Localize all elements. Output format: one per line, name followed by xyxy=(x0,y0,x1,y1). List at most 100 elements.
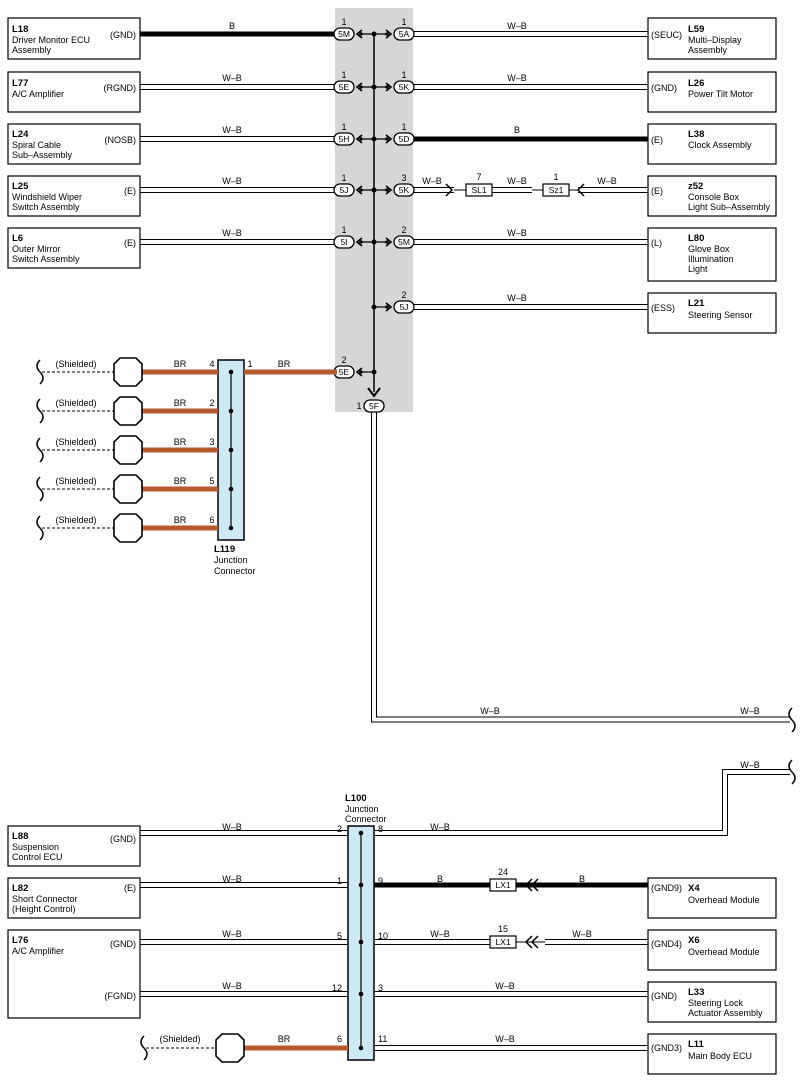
wire-labels-top: B W–B W–B W–B W–B W–B W–B B W–B W–B W–B … xyxy=(222,21,617,303)
component-code: z52 xyxy=(688,181,703,192)
junction-name-line: Connector xyxy=(345,814,387,824)
wire-color-label: BR xyxy=(174,359,187,369)
terminal-name: (NOSB) xyxy=(105,135,137,145)
wire-color-label: W–B xyxy=(507,228,527,238)
connector-5i-label: 5I xyxy=(340,237,347,247)
component-name-line: Switch Assembly xyxy=(12,202,80,212)
wires-l100-left xyxy=(140,830,348,997)
component-l25: L25 Windshield Wiper Switch Assembly (E) xyxy=(7,175,141,217)
component-name-line: Illumination xyxy=(688,254,734,264)
pin-number: 2 xyxy=(209,398,214,408)
component-name-line: Steering Lock xyxy=(688,998,744,1008)
pill-5m-left: 5M xyxy=(333,27,355,41)
component-name-line: Assembly xyxy=(688,45,728,55)
pin-number: 1 xyxy=(247,359,252,369)
shielded-labels: (Shielded) (Shielded) (Shielded) (Shield… xyxy=(55,359,96,525)
connector-sz1-label: Sz1 xyxy=(549,185,564,195)
pin-number: 2 xyxy=(341,355,346,365)
wire-color-label: W–B xyxy=(507,176,527,186)
terminal-name: (E) xyxy=(124,186,136,196)
pin-number: 15 xyxy=(498,924,508,934)
pill-5k-1: 5K xyxy=(393,80,415,94)
inline-connector-sz1: Sz1 1 xyxy=(532,172,585,197)
component-code: L11 xyxy=(688,1039,705,1050)
pin-number: 12 xyxy=(332,983,342,993)
wire-color-label: W–B xyxy=(495,1034,515,1044)
component-l59: L59 Multi–Display Assembly (SEUC) xyxy=(647,17,777,60)
pin-number: 1 xyxy=(341,17,346,27)
component-l76: L76 A/C Amplifier (GND) (FGND) xyxy=(7,929,141,1019)
terminal-name: (RGND) xyxy=(104,83,137,93)
pin-number: 2 xyxy=(401,225,406,235)
wire-l24 xyxy=(140,136,337,142)
junction-l100-label: L100 Junction Connector xyxy=(345,793,387,824)
wire-l59 xyxy=(412,31,648,37)
wires-l100-right xyxy=(374,882,648,1051)
pill-5e-left-1: 5E xyxy=(333,80,355,94)
wire-color-label: W–B xyxy=(572,929,592,939)
component-name-line: Console Box xyxy=(688,192,740,202)
wire-color-label: W–B xyxy=(222,125,242,135)
inline-connector-lx1-b: LX1 15 xyxy=(489,924,545,949)
pin-number: 11 xyxy=(378,1034,387,1044)
wire-l100-8-trunk xyxy=(374,769,790,836)
component-l24: L24 Spiral Cable Sub–Assembly (NOSB) xyxy=(7,123,141,165)
component-z52: z52 Console Box Light Sub–Assembly (E) xyxy=(647,175,777,217)
pin-number: 1 xyxy=(401,70,406,80)
break-marks-left xyxy=(36,359,44,541)
component-code: L82 xyxy=(12,883,28,894)
wire-color-label: W–B xyxy=(222,176,242,186)
connector-lx1-label: LX1 xyxy=(495,880,510,890)
connector-5h-label: 5H xyxy=(339,134,350,144)
wire-color-label: W–B xyxy=(222,73,242,83)
shielded-label: (Shielded) xyxy=(55,476,96,486)
component-code: L76 xyxy=(12,935,28,946)
terminal-name: (SEUC) xyxy=(651,30,682,40)
pin-number: 1 xyxy=(401,122,406,132)
component-code: L33 xyxy=(688,987,704,998)
pin-number: 5 xyxy=(337,931,342,941)
connector-5k-2-label: 5K xyxy=(399,185,410,195)
l100-pin-numbers: 2 1 5 12 6 8 9 10 3 11 xyxy=(332,824,388,1044)
wire-color-label: W–B xyxy=(507,293,527,303)
pill-5k-2: 5K xyxy=(393,183,415,197)
pin-number: 1 xyxy=(356,401,361,411)
component-l77: L77 A/C Amplifier (RGND) xyxy=(7,71,141,113)
connector-5a-label: 5A xyxy=(399,29,410,39)
pin-number: 3 xyxy=(401,173,406,183)
wire-color-label: W–B xyxy=(222,874,242,884)
component-name-line: Short Connector xyxy=(12,894,78,904)
pill-pin-numbers: 1 1 1 1 1 1 1 3 1 2 2 2 1 xyxy=(341,17,406,411)
br-wires-l119 xyxy=(142,369,337,531)
component-name-line: Outer Mirror xyxy=(12,244,61,254)
l119-pin-numbers: 4 2 3 5 6 1 xyxy=(209,359,252,525)
connector-5k-label: 5K xyxy=(399,82,410,92)
pin-number: 1 xyxy=(337,876,342,886)
component-name-line: Overhead Module xyxy=(688,895,760,905)
component-code: L88 xyxy=(12,831,28,842)
wire-color-label: W–B xyxy=(507,73,527,83)
component-name-line: A/C Amplifier xyxy=(12,89,64,99)
component-l18: L18 Driver Monitor ECU Assembly (GND) xyxy=(7,17,141,60)
connector-sl1-label: SL1 xyxy=(471,185,486,195)
terminal-name: (GND) xyxy=(651,83,677,93)
terminal-name: (GND9) xyxy=(651,883,682,893)
wire-color-label: W–B xyxy=(480,706,500,716)
component-name-line: Switch Assembly xyxy=(12,254,80,264)
component-code: X6 xyxy=(688,935,700,946)
component-l33: L33 Steering Lock Actuator Assembly (GND… xyxy=(647,981,777,1023)
shielded-label: (Shielded) xyxy=(55,398,96,408)
terminal-name: (ESS) xyxy=(651,303,675,313)
component-code: L77 xyxy=(12,78,28,89)
wire-z52 xyxy=(412,187,648,193)
wire-color-label: BR xyxy=(278,1034,291,1044)
terminal-name: (GND3) xyxy=(651,1043,682,1053)
wire-color-label: W–B xyxy=(740,706,760,716)
wire-l6 xyxy=(140,239,337,245)
component-name-line: Sub–Assembly xyxy=(12,150,73,160)
wire-color-label: W–B xyxy=(430,822,450,832)
wire-color-label: BR xyxy=(278,359,291,369)
terminal-name: (GND) xyxy=(110,834,136,844)
junction-l100-dots xyxy=(358,830,364,1051)
